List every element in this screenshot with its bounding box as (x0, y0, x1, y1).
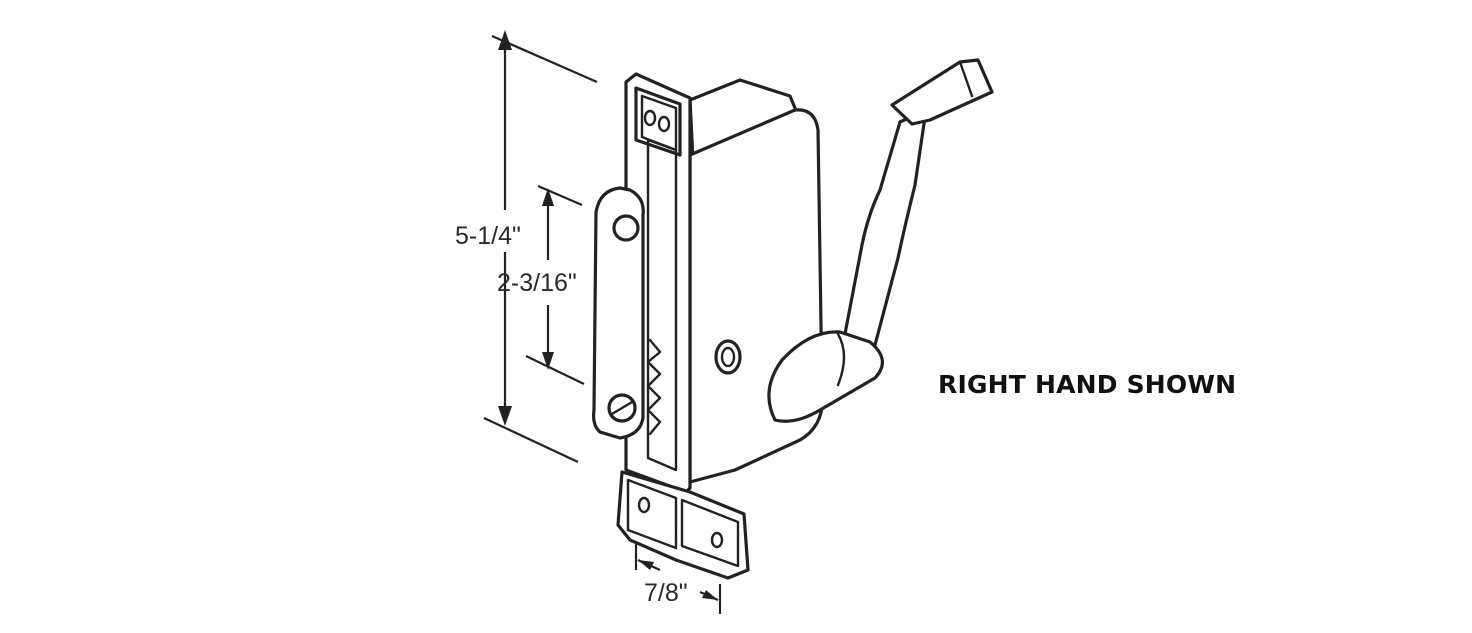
dimension-width (634, 542, 722, 614)
label-overall-height: 5-1/4" (455, 222, 521, 250)
crank-handle (767, 58, 994, 423)
linkage-arm (592, 186, 645, 440)
operator-housing (688, 78, 825, 484)
foot-plate (616, 470, 750, 580)
label-width: 7/8" (644, 579, 688, 607)
label-inner-height: 2-3/16" (497, 269, 577, 297)
caption-right-hand: RIGHT HAND SHOWN (938, 370, 1237, 399)
dimension-inner-height (525, 184, 585, 385)
dimension-overall-height (483, 30, 598, 463)
